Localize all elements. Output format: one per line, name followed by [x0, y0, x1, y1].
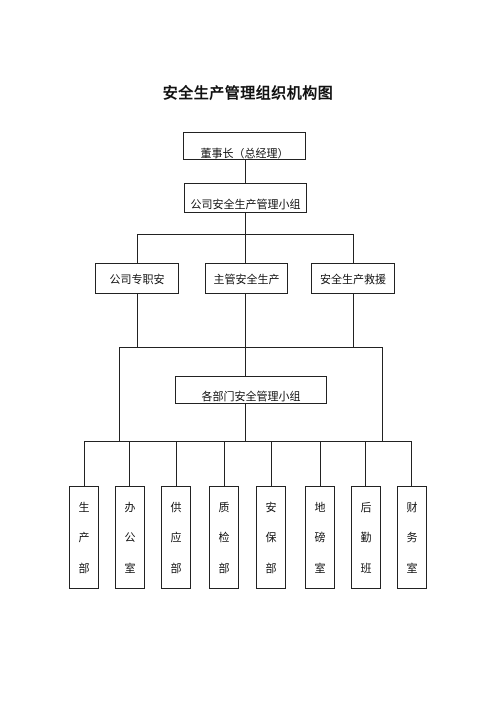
connector-supervisor-down [245, 294, 246, 376]
dept-char: 室 [406, 561, 418, 575]
connector-dept-1 [84, 441, 85, 486]
dept-char: 部 [218, 561, 230, 575]
dept-char: 室 [314, 561, 326, 575]
node-dept-security: 安 保 部 [256, 486, 286, 589]
connector-dept-6 [320, 441, 321, 486]
dept-char: 生 [78, 501, 90, 515]
node-dept-supply: 供 应 部 [161, 486, 191, 589]
connector-outer-left [119, 347, 120, 441]
dept-char: 地 [314, 501, 326, 515]
dept-char: 质 [218, 501, 230, 515]
connector-dept-5 [271, 441, 272, 486]
dept-char: 班 [360, 561, 372, 575]
connector-manager-2 [245, 234, 246, 263]
dept-char: 供 [170, 501, 182, 515]
node-chairman: 董事长（总经理） [183, 132, 306, 160]
dept-char: 部 [170, 561, 182, 575]
node-dept-quality: 质 检 部 [209, 486, 239, 589]
dept-char: 部 [265, 561, 277, 575]
node-dept-finance: 财 务 室 [397, 486, 427, 589]
dept-char: 磅 [314, 531, 326, 545]
connector-outer-bus [119, 347, 382, 348]
connector-manager-1 [137, 234, 138, 263]
connector-dept-group-down [245, 404, 246, 441]
dept-char: 公 [124, 531, 136, 545]
connector-chairman-committee [245, 160, 246, 183]
dept-char: 保 [265, 531, 277, 545]
connector-dept-2 [129, 441, 130, 486]
node-safety-officer: 公司专职安 [95, 263, 179, 294]
node-dept-weighbridge: 地 磅 室 [305, 486, 335, 589]
dept-char: 室 [124, 561, 136, 575]
dept-char: 财 [406, 501, 418, 515]
dept-char: 勤 [360, 531, 372, 545]
node-safety-supervisor: 主管安全生产 [205, 263, 288, 294]
dept-char: 后 [360, 501, 372, 515]
node-dept-logistics: 后 勤 班 [351, 486, 381, 589]
node-dept-safety-group: 各部门安全管理小组 [175, 376, 327, 404]
connector-manager-3 [353, 234, 354, 263]
connector-dept-8 [411, 441, 412, 486]
node-dept-production: 生 产 部 [69, 486, 99, 589]
node-safety-committee: 公司安全生产管理小组 [184, 183, 307, 213]
chart-title: 安全生产管理组织机构图 [162, 84, 334, 102]
dept-char: 应 [170, 531, 182, 545]
dept-char: 部 [78, 561, 90, 575]
connector-dept-4 [224, 441, 225, 486]
connector-officer-down [137, 294, 138, 347]
connector-rescue-down [353, 294, 354, 347]
connector-dept-7 [365, 441, 366, 486]
connector-departments-bus [84, 441, 411, 442]
dept-char: 务 [406, 531, 418, 545]
dept-char: 安 [265, 501, 277, 515]
node-dept-office: 办 公 室 [115, 486, 145, 589]
connector-dept-3 [176, 441, 177, 486]
dept-char: 产 [78, 531, 90, 545]
connector-outer-right [382, 347, 383, 441]
node-safety-rescue: 安全生产救援 [311, 263, 395, 294]
dept-char: 检 [218, 531, 230, 545]
dept-char: 办 [124, 501, 136, 515]
connector-committee-down [245, 213, 246, 234]
